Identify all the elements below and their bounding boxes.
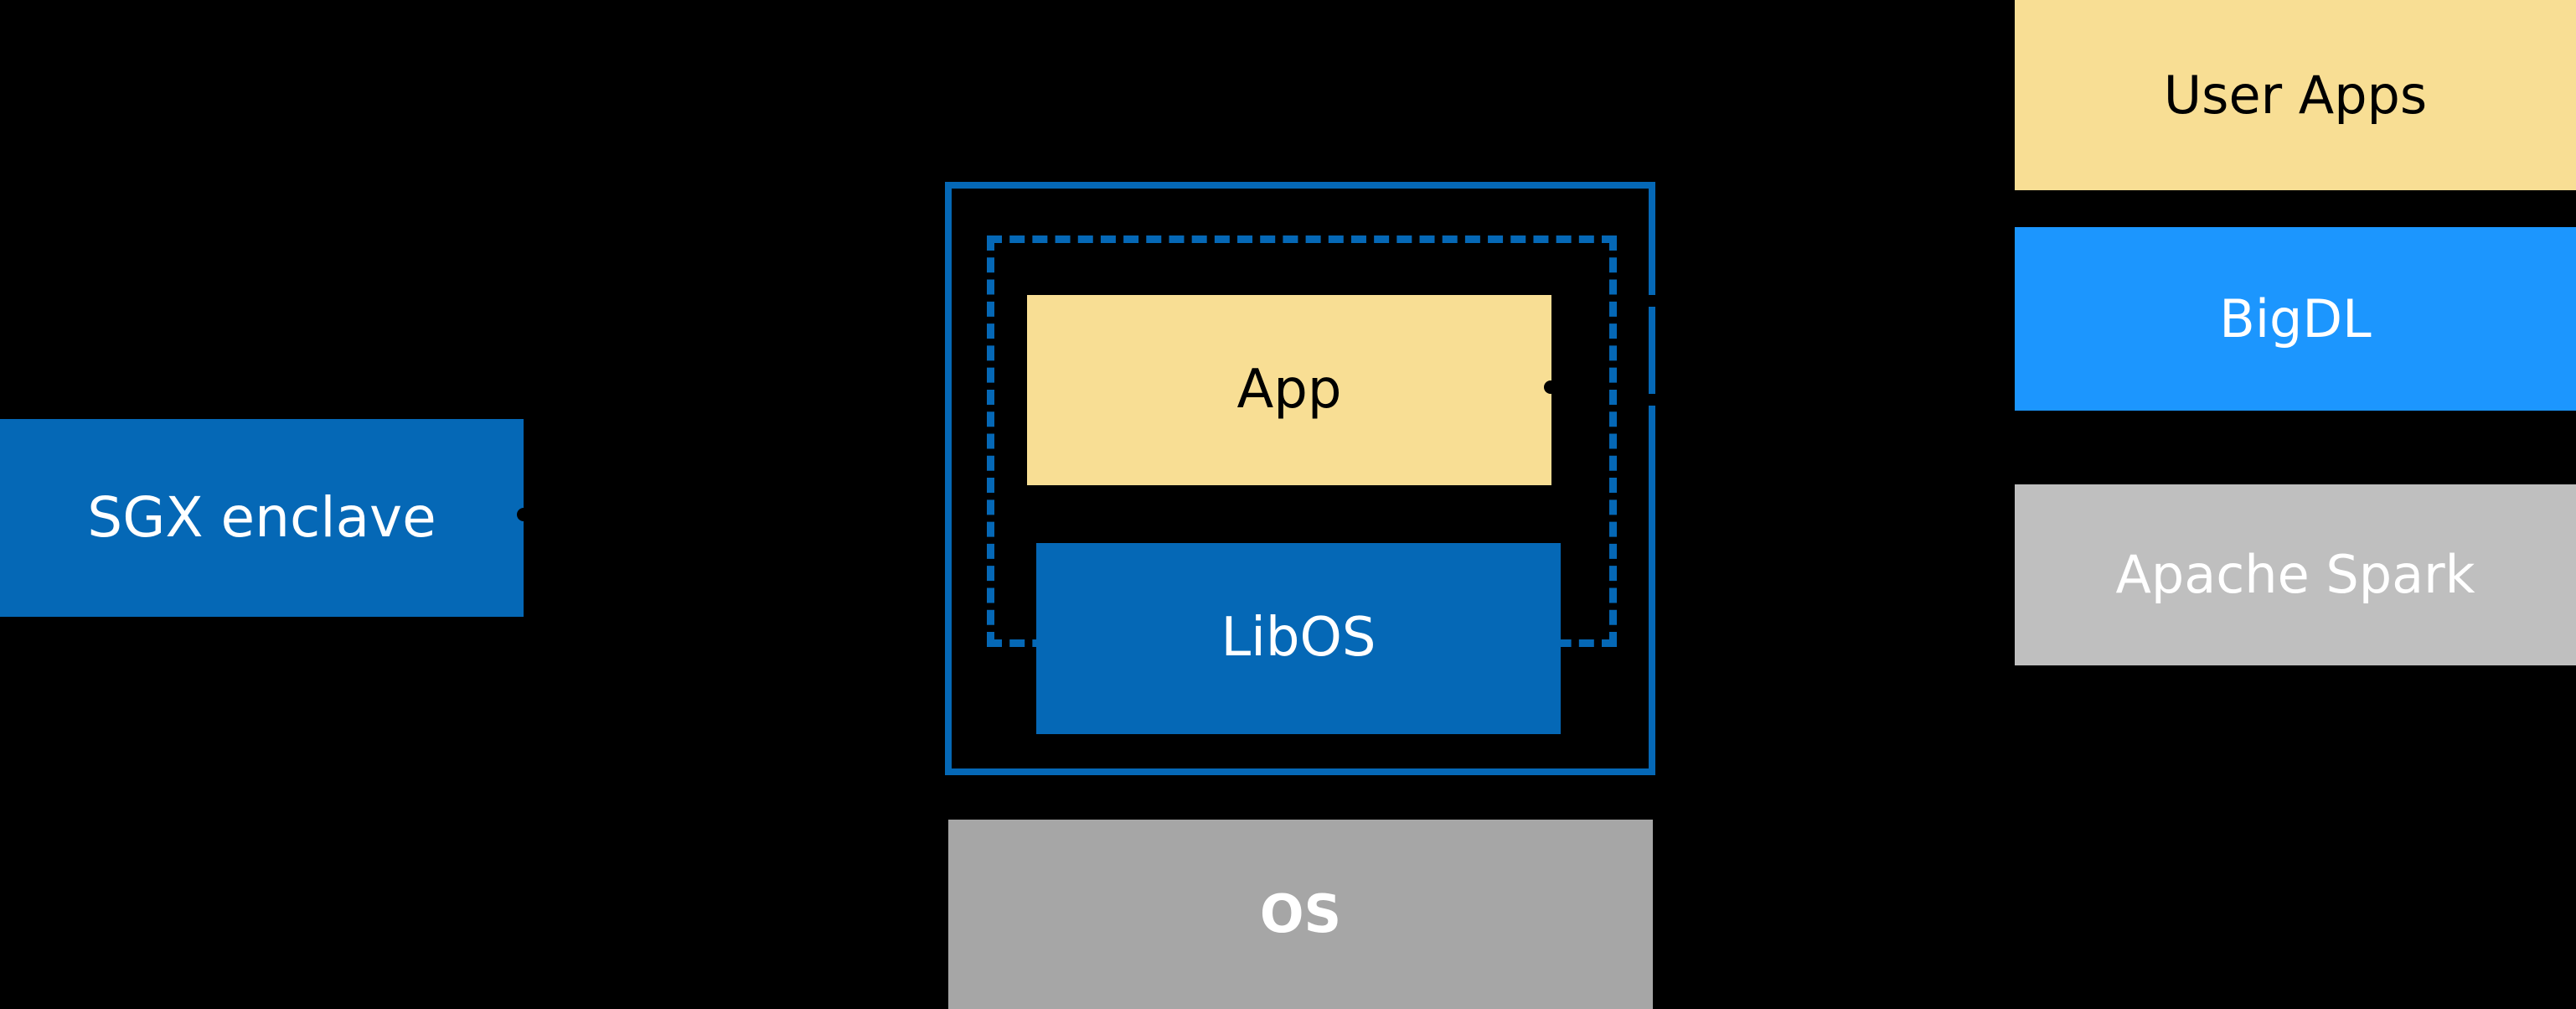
app-box[interactable]: App [1027, 295, 1551, 485]
bigdl-label: BigDL [2219, 287, 2372, 349]
os-label: OS [1259, 883, 1342, 945]
bigdl-box[interactable]: BigDL [2015, 227, 2576, 411]
sgx-enclave-anchor-dot [517, 508, 530, 521]
libos-box[interactable]: LibOS [1036, 543, 1561, 734]
apache-spark-box[interactable]: Apache Spark [2015, 484, 2576, 665]
enclave-frame-gap-lower [1640, 394, 1662, 406]
os-box[interactable]: OS [948, 820, 1653, 1009]
user-apps-label: User Apps [2163, 64, 2428, 126]
app-anchor-dot [1544, 380, 1557, 394]
user-apps-box[interactable]: User Apps [2015, 0, 2576, 190]
sgx-enclave-box[interactable]: SGX enclave [0, 419, 524, 617]
enclave-boundary-frame [945, 182, 1655, 775]
enclave-frame-gap-upper [1640, 295, 1662, 307]
app-label: App [1236, 358, 1342, 421]
apache-spark-label: Apache Spark [2115, 544, 2475, 606]
libos-label: LibOS [1221, 607, 1376, 670]
sgx-enclave-label: SGX enclave [87, 485, 436, 551]
